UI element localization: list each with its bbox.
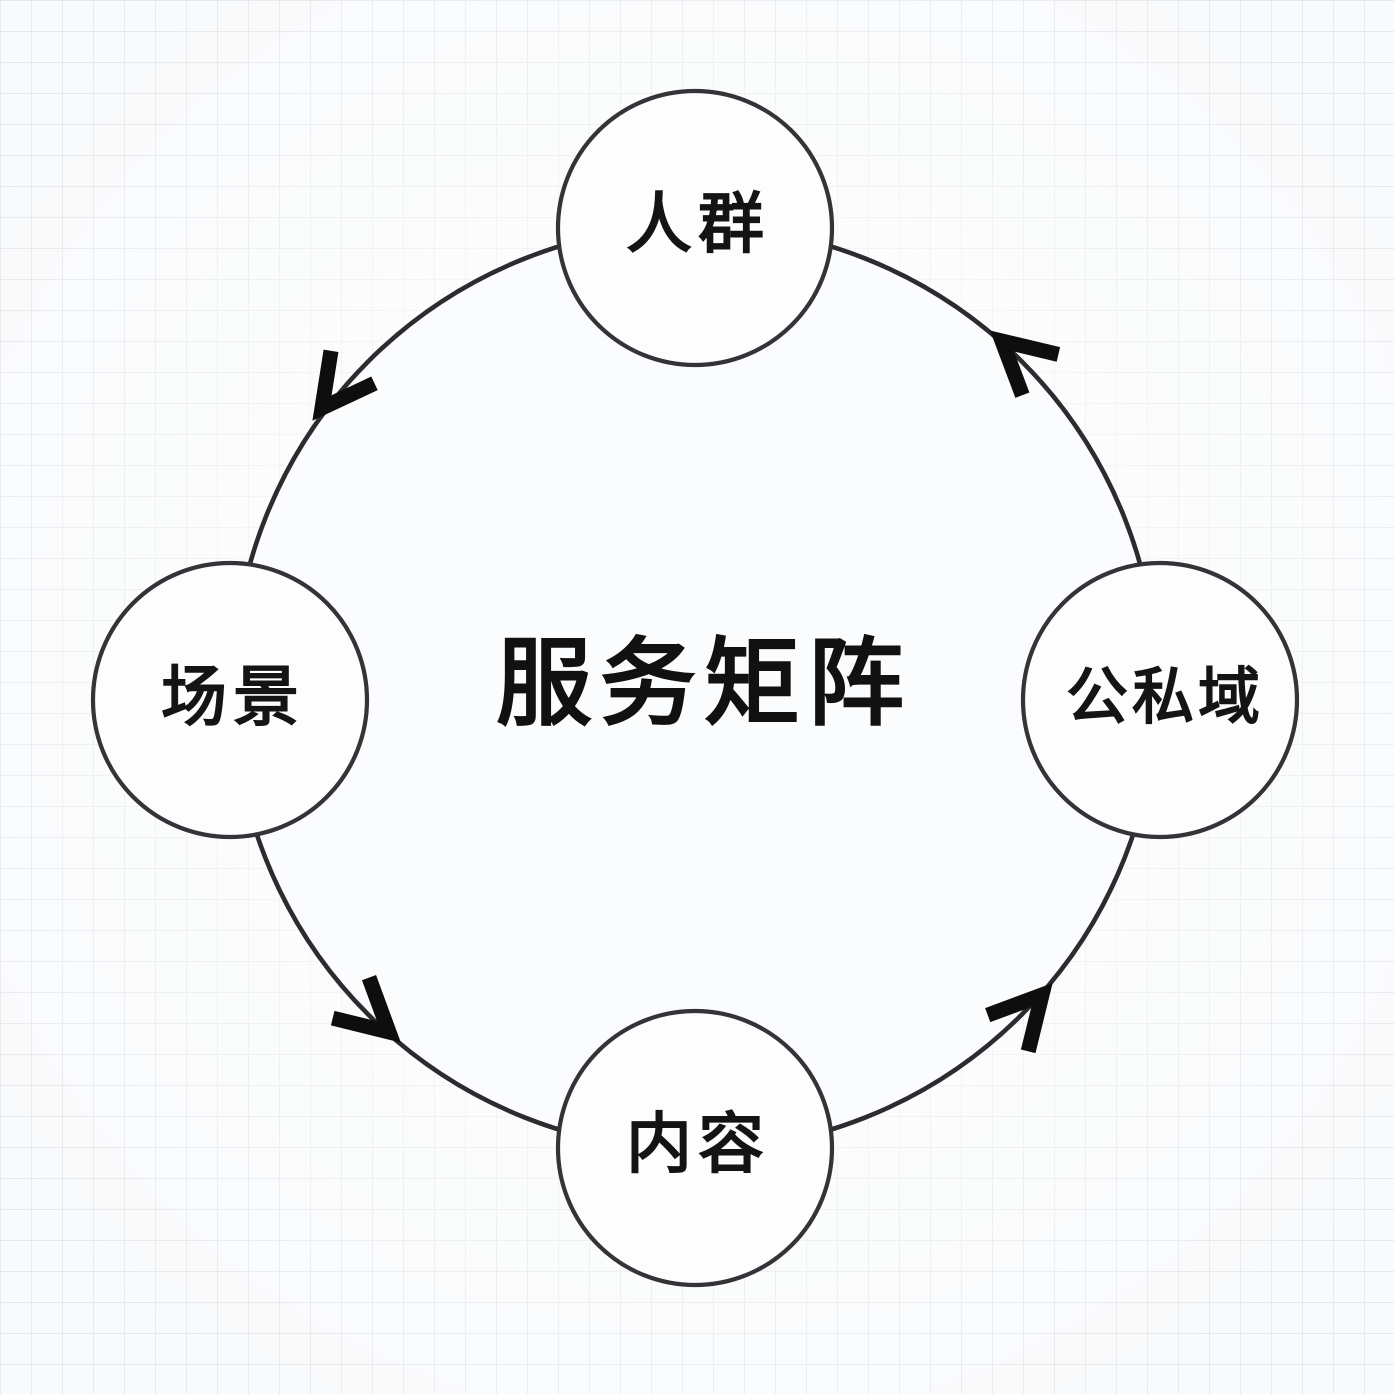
arrow-top-to-left: [312, 349, 378, 421]
node-right-label: 公私域: [1066, 663, 1264, 732]
diagram-title: 服务矩阵: [496, 631, 912, 738]
node-left-label: 场景: [161, 662, 305, 735]
node-right-circle: [1020, 560, 1300, 840]
node-top-label: 人群: [626, 189, 770, 262]
arrow-left-to-bottom: [330, 975, 401, 1043]
node-left: 场景: [90, 560, 370, 840]
node-top: 人群: [555, 88, 835, 368]
arrow-right-to-top: [990, 330, 1061, 398]
node-bottom-label: 内容: [626, 1109, 770, 1182]
node-top-circle: [555, 88, 835, 368]
node-left-circle: [90, 560, 370, 840]
arrow-bottom-to-right: [985, 983, 1053, 1054]
node-right: 公私域: [1020, 560, 1300, 840]
node-bottom: 内容: [555, 1008, 835, 1288]
node-bottom-circle: [555, 1008, 835, 1288]
